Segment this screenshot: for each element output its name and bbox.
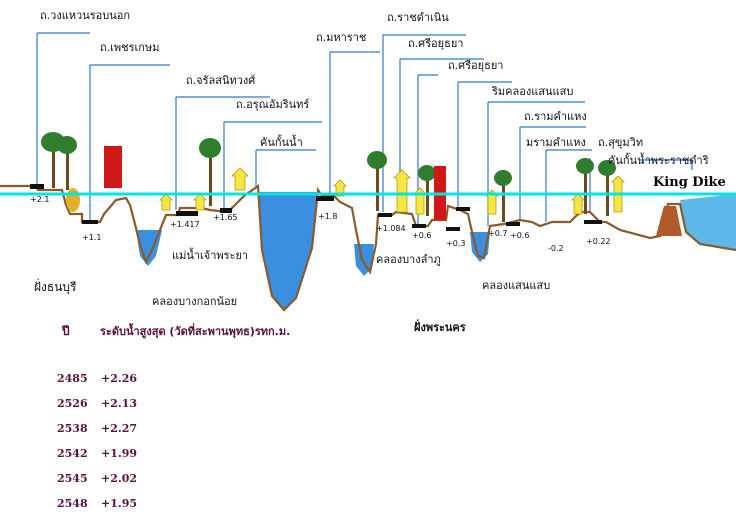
elevation-label: +0.22 (586, 237, 611, 246)
leader-line (640, 159, 693, 170)
road-platform (456, 207, 470, 211)
road-label-levee: คันกั้นน้ำ (260, 136, 303, 149)
elevation-label: -0.2 (548, 244, 564, 253)
king-dike-label: King Dike (653, 175, 726, 190)
palm-tree (199, 138, 221, 206)
palm-tree (598, 160, 616, 216)
house-icon (413, 187, 427, 215)
table-row-year: 2542 (57, 447, 88, 460)
chao-phraya-water (258, 192, 318, 310)
table-row-year: 2538 (57, 422, 88, 435)
road-platform (82, 220, 98, 224)
road-label-arun-amarin: ถ.อรุณอัมรินทร์ (236, 98, 310, 111)
elevation-label: +1.8 (318, 212, 338, 221)
road-platform (506, 222, 520, 226)
elevation-label: +2.1 (30, 195, 50, 204)
label-chao-phraya: แม่น้ำเจ้าพระยา (172, 249, 249, 262)
palm-tree (57, 136, 77, 190)
road-label-royal-dike: คันกั้นน้ำพระราชดำริ (608, 154, 709, 167)
road-platform (30, 184, 44, 189)
palm-tree (367, 151, 387, 211)
road-platform (412, 224, 426, 228)
table-row-level: +1.95 (101, 497, 138, 510)
house-icon (485, 189, 499, 215)
road-platform (584, 220, 602, 224)
palm-tree (418, 165, 436, 216)
label-thonburi-side: ฝั่งธนบุรี (34, 280, 77, 294)
house-icon (193, 193, 207, 211)
road-platforms (30, 184, 602, 231)
table-row-year: 2526 (57, 397, 88, 410)
table-row-year: 2545 (57, 472, 88, 485)
table-header-year: ปี (62, 324, 70, 338)
house-icon (571, 193, 585, 215)
road-platform (446, 227, 460, 231)
road-label-si-ayutthaya-1: ถ.ศรีอยุธยา (408, 37, 464, 50)
road-label-ramkhamhaeng-univ: มรามคำแหง (526, 136, 586, 149)
house-icon (333, 179, 347, 197)
table-row-level: +2.13 (101, 397, 138, 410)
road-label-outer-ring: ถ.วงแหวนรอบนอก (40, 9, 131, 22)
road-label-si-ayutthaya-2: ถ.ศรีอยุธยา (448, 59, 504, 72)
house-icon (159, 193, 173, 211)
elevation-label: +0.6 (412, 231, 432, 240)
road-platform (176, 211, 198, 216)
house-icon (393, 169, 411, 213)
elevation-label: +1.65 (213, 213, 238, 222)
ground-section (0, 186, 736, 290)
king-dike-block (656, 206, 682, 236)
elevation-label: +0.6 (510, 231, 530, 240)
label-saen-saep: คลองแสนแสบ (482, 279, 551, 292)
palm-tree (66, 188, 80, 212)
road-label-charan: ถ.จรัลสนิทวงศ์ (186, 74, 256, 87)
leader-lines (36, 32, 693, 226)
elevation-label: +1.1 (82, 233, 102, 242)
elevation-label: +1.084 (376, 224, 406, 233)
table-row-level: +1.99 (101, 447, 138, 460)
table-row-year: 2485 (57, 372, 88, 385)
table-header-level: ระดับน้ำสูงสุด (วัดที่สะพานพุทธ)รทก.ม. (100, 325, 291, 338)
road-platform (378, 213, 392, 217)
table-row-level: +2.02 (101, 472, 138, 485)
elevation-label: +1.417 (170, 220, 200, 229)
label-bangkok-noi: คลองบางกอกน้อย (152, 295, 238, 308)
road-label-ramkhamhaeng: ถ.รามคำแหง (524, 110, 587, 123)
elevation-label: +0.7 (488, 229, 508, 238)
palm-tree (576, 158, 594, 214)
red-building (104, 146, 122, 188)
house-icon (231, 167, 249, 191)
road-label-phetkasem: ถ.เพชรเกษม (100, 41, 160, 54)
palm-tree (494, 170, 512, 222)
road-label-maharat: ถ.มหาราช (316, 31, 367, 44)
elevation-label: +0.3 (446, 239, 466, 248)
label-bang-lamphu: คลองบางลำภู (376, 253, 441, 266)
table-row-year: 2548 (57, 497, 88, 510)
sea-water (680, 194, 736, 250)
bang-lamphu-water (354, 244, 374, 276)
label-phranakhon-side: ฝั่งพระนคร (414, 321, 466, 334)
road-platform (220, 208, 232, 213)
ground-profile (0, 183, 736, 312)
table-row-level: +2.27 (101, 422, 138, 435)
road-platform (316, 196, 334, 201)
houses (159, 167, 625, 215)
road-label-sukhumvit: ถ.สุขุมวิท (598, 136, 644, 149)
table-row-level: +2.26 (101, 372, 138, 385)
road-label-saen-saep-bank: ริมคลองแสนแสบ (492, 85, 574, 98)
road-label-ratchadamnoen: ถ.ราชดำเนิน (387, 11, 449, 24)
